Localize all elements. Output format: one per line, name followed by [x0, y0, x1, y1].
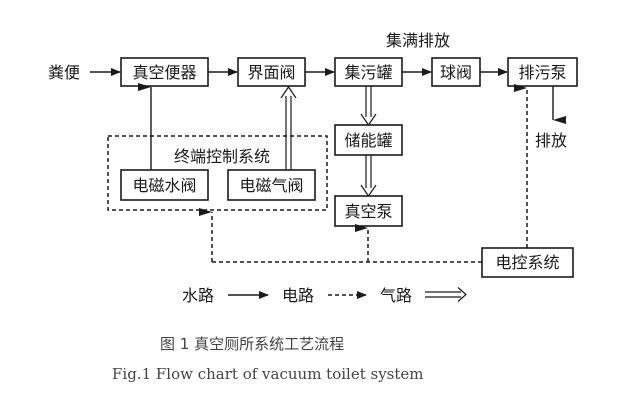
node-label: 排污泵: [518, 63, 566, 82]
node-solenoid-water-valve: 电磁水阀: [120, 169, 209, 201]
node-label: 电磁水阀: [132, 176, 196, 195]
node-label: 电磁气阀: [239, 176, 303, 195]
legend-air-arrow: [425, 287, 467, 302]
node-storage-tank: 储能罐: [334, 124, 403, 156]
legend-electric-label: 电路: [282, 286, 314, 305]
node-ball-valve: 球阀: [431, 57, 481, 87]
caption-chinese: 图 1 真空厕所系统工艺流程: [160, 335, 344, 353]
node-interface-valve: 界面阀: [237, 57, 306, 87]
node-vacuum-pump: 真空泵: [334, 195, 403, 227]
input-label: 粪便: [48, 63, 80, 82]
node-label: 集污罐: [344, 63, 392, 82]
air-line-tank-to-storage: [360, 86, 377, 127]
node-collection-tank: 集污罐: [334, 57, 403, 87]
legend-air-label: 气路: [380, 286, 412, 305]
air-line-storage-to-pump: [360, 155, 377, 198]
node-label: 真空泵: [344, 202, 392, 221]
node-vacuum-toilet: 真空便器: [120, 57, 209, 87]
legend-water-label: 水路: [182, 286, 214, 305]
full-discharge-label: 集满排放: [386, 31, 450, 50]
terminal-control-label: 终端控制系统: [174, 147, 270, 166]
node-label: 球阀: [440, 63, 472, 82]
terminal-control-group: [107, 135, 328, 211]
node-electric-control-system: 电控系统: [481, 247, 574, 278]
node-label: 电控系统: [495, 253, 559, 272]
discharge-label: 排放: [535, 131, 567, 150]
node-label: 界面阀: [247, 63, 295, 82]
node-solenoid-air-valve: 电磁气阀: [227, 169, 316, 201]
legend: 水路 电路 气路: [182, 286, 467, 305]
air-line-to-interface-valve: [280, 85, 297, 170]
node-label: 储能罐: [344, 131, 392, 150]
caption-english: Fig.1 Flow chart of vacuum toilet system: [112, 365, 424, 383]
node-discharge-pump: 排污泵: [507, 57, 578, 87]
node-label: 真空便器: [132, 63, 196, 82]
